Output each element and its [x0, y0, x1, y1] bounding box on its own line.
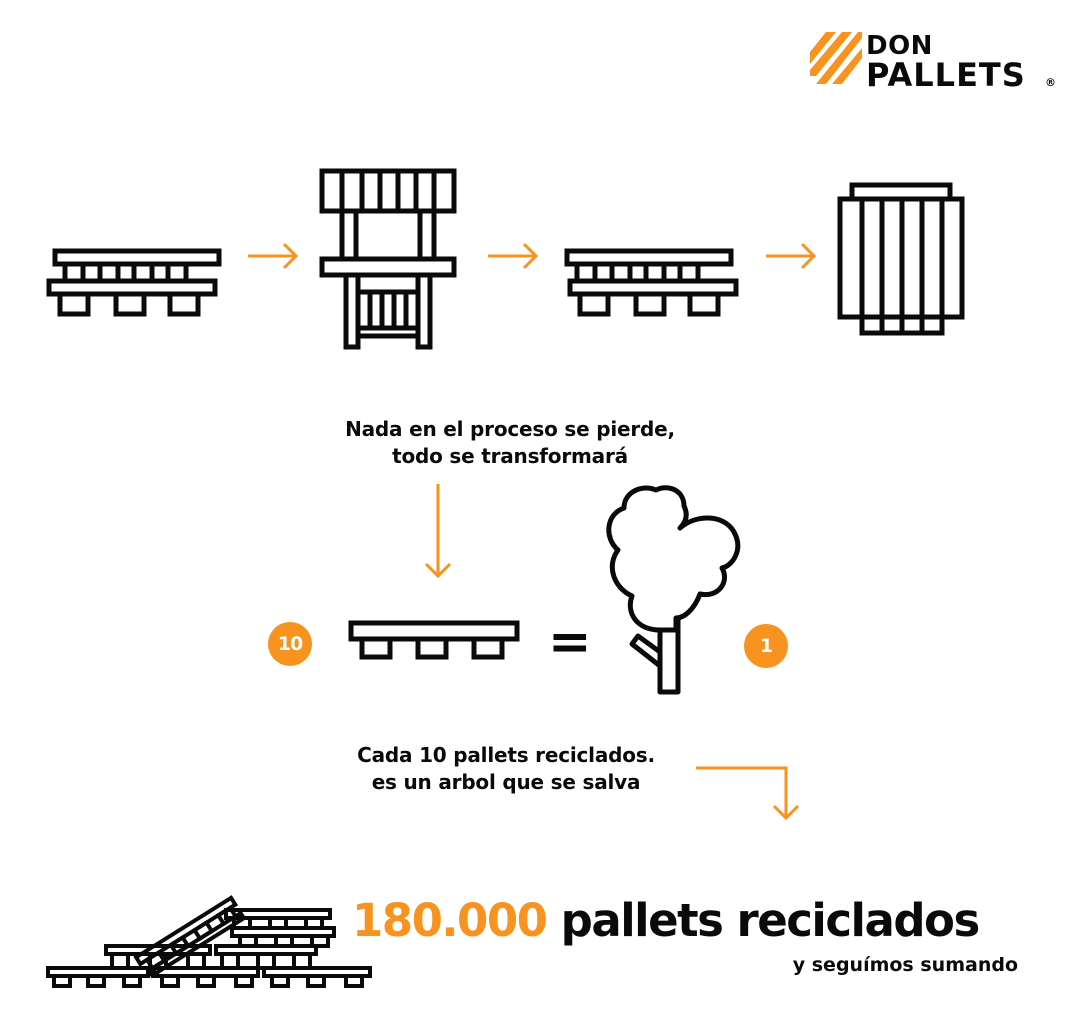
pallet-icon — [46, 248, 222, 317]
savings-caption-line2: es un arbol que se salva — [371, 770, 641, 794]
logo-stripes-icon — [810, 32, 862, 84]
logo-registered-mark: ® — [1045, 76, 1056, 89]
total-headline: 180.000 pallets reciclados — [352, 893, 981, 949]
savings-caption: Cada 10 pallets reciclados. es un arbol … — [300, 742, 712, 796]
logo-text-don: DON — [866, 31, 933, 61]
total-label: pallets reciclados — [546, 894, 981, 947]
process-caption-line2: todo se transformará — [392, 444, 628, 468]
pallet-top-icon — [348, 620, 520, 660]
arrow-down-icon — [424, 484, 452, 579]
pallet-stack-icon — [46, 895, 372, 988]
total-subtitle: y seguímos sumando — [792, 954, 1018, 976]
process-caption-line1: Nada en el proceso se pierde, — [345, 417, 675, 441]
tree-icon — [606, 485, 741, 695]
count-badge-left: 10 — [268, 622, 312, 666]
savings-caption-line1: Cada 10 pallets reciclados. — [357, 743, 655, 767]
logo-text-pallets: PALLETS — [866, 56, 1026, 94]
pallet-furniture-icon — [319, 168, 457, 350]
pallet-icon — [564, 248, 739, 317]
arrow-right-icon — [488, 242, 539, 270]
process-caption: Nada en el proceso se pierde, todo se tr… — [280, 416, 740, 470]
count-badge-right: 1 — [744, 624, 788, 668]
arrow-elbow-down-icon — [696, 766, 800, 821]
arrow-right-icon — [248, 242, 299, 270]
wood-panel-icon — [837, 182, 965, 336]
total-number: 180.000 — [352, 894, 548, 947]
arrow-right-icon — [766, 242, 817, 270]
equals-sign: = — [548, 612, 592, 672]
